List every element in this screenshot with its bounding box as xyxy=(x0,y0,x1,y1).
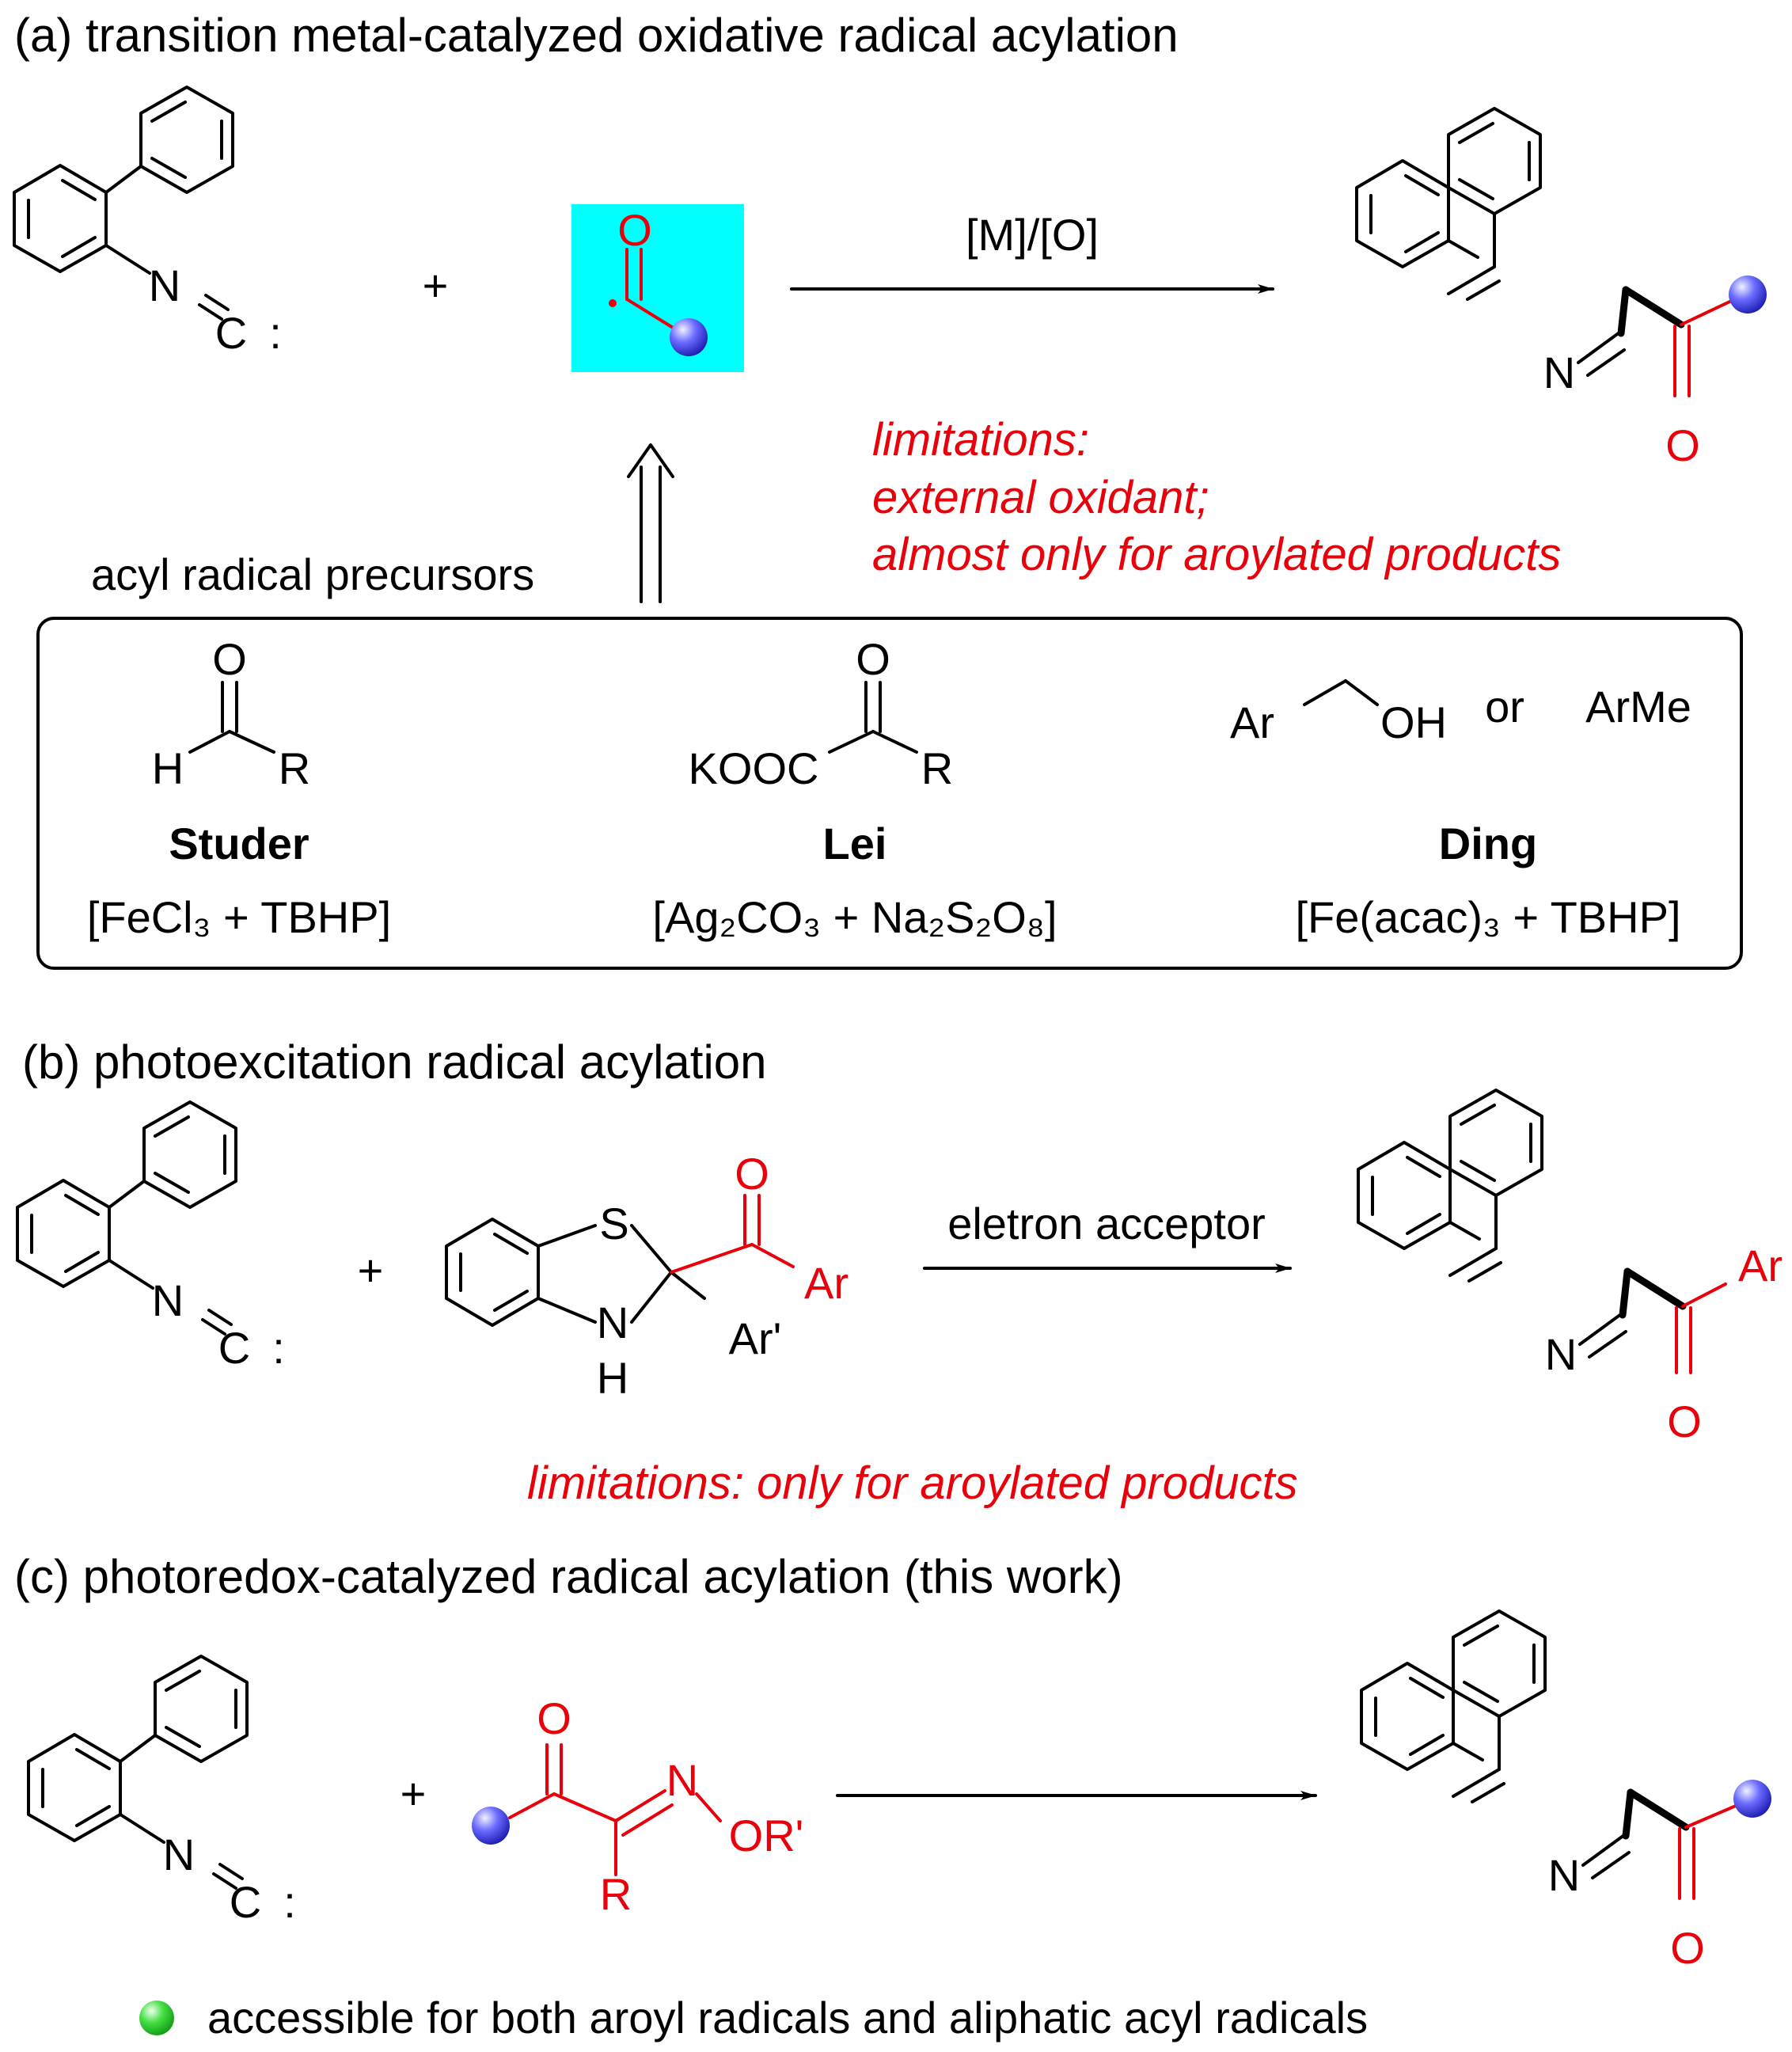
precursor-name-ding: Ding xyxy=(1439,819,1537,868)
svg-text:R: R xyxy=(600,1869,632,1919)
precursor-conditions-ding: [Fe(acac)₃ + TBHP] xyxy=(1295,892,1680,942)
svg-text:H: H xyxy=(597,1353,628,1403)
ding-or: or xyxy=(1485,682,1524,732)
svg-text:O: O xyxy=(1670,1923,1705,1973)
bullet-text: accessible for both aroyl radicals and a… xyxy=(207,1993,1368,2042)
svg-text:N: N xyxy=(1543,348,1575,397)
svg-text::: : xyxy=(269,308,282,358)
svg-text:C: C xyxy=(215,308,247,358)
ding-benzyl-alcohol: Ar OH xyxy=(1230,679,1447,747)
svg-text:Ar: Ar xyxy=(1230,697,1274,747)
oxime-ester-reagent: O N OR' R xyxy=(472,1693,803,1919)
blue-sphere-R-group-icon xyxy=(670,318,708,356)
svg-text:C: C xyxy=(218,1323,250,1373)
limitations-label-a: limitations: xyxy=(872,414,1089,466)
section-b-title: (b) photoexcitation radical acylation xyxy=(22,1036,767,1089)
biaryl-isocyanide-c: N C : xyxy=(27,1655,296,1927)
svg-text::: : xyxy=(272,1323,285,1373)
precursor-conditions-studer: [FeCl₃ + TBHP] xyxy=(87,892,391,942)
svg-text:R: R xyxy=(279,743,310,793)
svg-text:C: C xyxy=(230,1877,261,1927)
benzothiazoline-reagent: S N H Ar' O Ar xyxy=(445,1149,849,1403)
phenanthridine-product-b: N O Ar xyxy=(1357,1089,1783,1446)
svg-text:O: O xyxy=(212,634,247,684)
phenanthridine-product-c: N O xyxy=(1360,1609,1771,1973)
highlight-box xyxy=(571,204,744,372)
biaryl-isocyanide-a: N C : xyxy=(13,86,282,358)
plus-sign-c: + xyxy=(401,1769,427,1818)
svg-text:O: O xyxy=(1665,420,1700,470)
svg-text:O: O xyxy=(856,634,890,684)
svg-text:KOOC: KOOC xyxy=(689,743,819,793)
precursor-conditions-lei: [Ag₂CO₃ + Na₂S₂O₈] xyxy=(652,892,1057,942)
svg-text:O: O xyxy=(537,1693,571,1743)
green-bullet-icon xyxy=(139,2001,174,2035)
svg-text:S: S xyxy=(599,1199,628,1248)
acyl-radical-box: O xyxy=(571,204,744,372)
svg-text:OH: OH xyxy=(1380,697,1447,747)
radical-dot xyxy=(609,299,617,307)
plus-sign-a: + xyxy=(423,260,449,310)
limitations-aroylated: almost only for aroylated products xyxy=(872,529,1561,580)
ding-armethyl: ArMe xyxy=(1585,682,1691,732)
svg-text:OR': OR' xyxy=(729,1811,804,1860)
phenanthridine-product-a: N O xyxy=(1355,107,1767,470)
svg-text:Ar: Ar xyxy=(1738,1241,1783,1290)
section-a-title: (a) transition metal-catalyzed oxidative… xyxy=(14,9,1179,62)
lei-oxoacid-salt: O KOOC R xyxy=(689,634,954,793)
retrosynthetic-arrow-icon xyxy=(627,443,674,603)
svg-text:N: N xyxy=(597,1298,628,1347)
svg-text:N: N xyxy=(152,1275,184,1325)
section-c-title: (c) photoredox-catalyzed radical acylati… xyxy=(14,1550,1123,1603)
plus-sign-b: + xyxy=(358,1245,384,1295)
svg-text:N: N xyxy=(1545,1329,1577,1379)
limitations-oxidant: external oxidant; xyxy=(872,472,1209,523)
limitations-b: limitations: only for aroylated products xyxy=(527,1457,1298,1509)
reagent-b: eletron acceptor xyxy=(947,1199,1266,1248)
acyl-radical-precursors-label: acyl radical precursors xyxy=(91,549,534,599)
svg-text:N: N xyxy=(163,1830,195,1879)
svg-text:Ar': Ar' xyxy=(729,1313,782,1363)
svg-text::: : xyxy=(283,1877,296,1927)
svg-text:N: N xyxy=(1548,1850,1580,1900)
biaryl-isocyanide-b: N C : xyxy=(16,1100,285,1373)
svg-text:N: N xyxy=(666,1755,698,1805)
reagent-a: [M]/[O] xyxy=(966,210,1099,260)
svg-text:N: N xyxy=(149,260,180,310)
precursor-name-lei: Lei xyxy=(823,819,887,868)
svg-text:O: O xyxy=(735,1149,769,1199)
svg-text:O: O xyxy=(1667,1396,1702,1446)
svg-text:Ar: Ar xyxy=(804,1258,849,1308)
svg-text:H: H xyxy=(152,743,184,793)
svg-text:O: O xyxy=(617,205,652,255)
precursor-box xyxy=(36,617,1743,970)
studer-aldehyde: O H R xyxy=(152,634,310,793)
precursor-name-studer: Studer xyxy=(169,819,309,868)
svg-text:R: R xyxy=(921,743,953,793)
